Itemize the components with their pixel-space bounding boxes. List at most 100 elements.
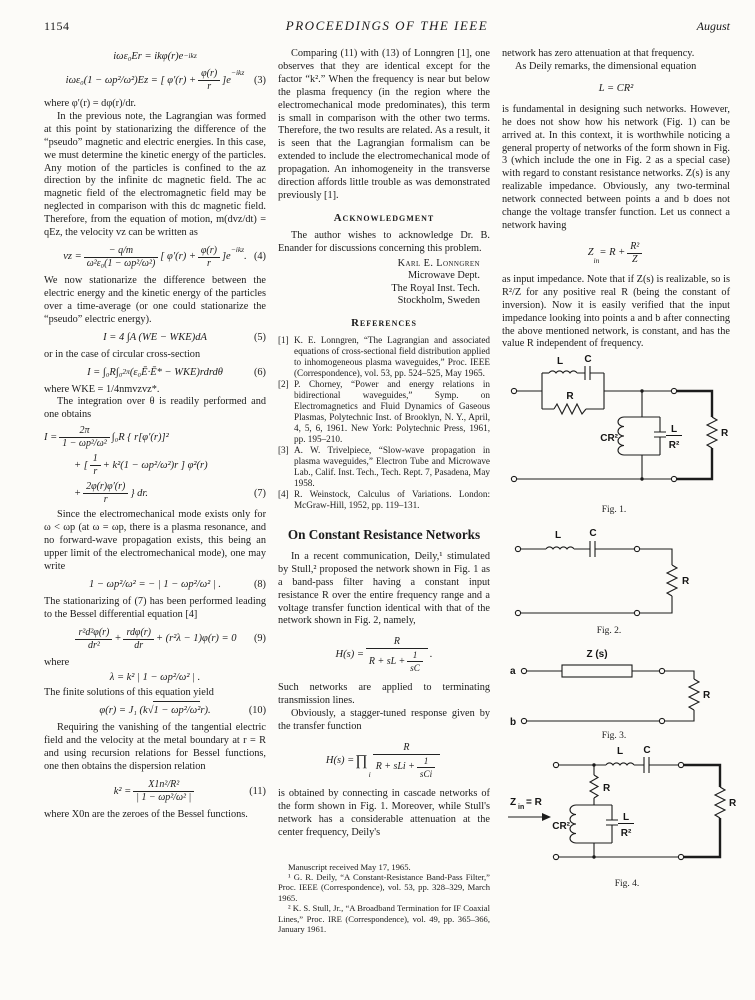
- column-right: network has zero attenuation at that fre…: [502, 48, 737, 934]
- figure-2: L C R Fig. 2.: [502, 521, 730, 639]
- paragraph: Comparing (11) with (13) of Lonngren [1]…: [278, 48, 490, 201]
- paragraph: is fundamental in designing such network…: [502, 103, 730, 231]
- fig1-cr2-label: CR²: [600, 433, 618, 444]
- figure-4: Z in = R: [502, 743, 737, 893]
- fig4-caption: Fig. 4.: [615, 879, 640, 889]
- circuit-diagram-fig2: L C R Fig. 2.: [514, 528, 690, 636]
- fig2-inductor-label: L: [554, 530, 560, 541]
- reference-item: [4] R. Weinstock, Calculus of Variations…: [278, 488, 490, 510]
- circuit-diagram-fig4: Z in = R: [508, 745, 737, 889]
- author-city: Stockholm, Sweden: [397, 295, 480, 307]
- footnote: ¹ G. R. Deily, “A Constant-Resistance Ba…: [278, 871, 490, 903]
- author-dept: Microwave Dept.: [407, 270, 480, 282]
- acknowledgment-text: The author wishes to acknowledge Dr. B. …: [278, 229, 490, 254]
- page-header: 1154 PROCEEDINGS OF THE IEEE August: [44, 18, 730, 34]
- paragraph: as input impedance. Note that if Z(s) is…: [502, 273, 730, 350]
- text-line: Obviously, a stagger-tuned response give…: [278, 708, 490, 733]
- fig4-series-resistor-label: R: [603, 783, 611, 794]
- fig4-resistor-right-label: R: [729, 798, 737, 809]
- equation-10: φ(r) = J₁ (k√ 1 − ωp²/ω² r). (10): [44, 701, 266, 717]
- fig4-arrowhead: [542, 813, 551, 822]
- equation-8: 1 − ωp²/ω² = − | 1 − ωp²/ω² | . (8): [88, 578, 266, 590]
- text-line: The finite solutions of this equation yi…: [44, 687, 214, 699]
- equation-7-line3: + 2φ(r)φ′(r)r } dr. (7): [74, 481, 266, 506]
- fig4-zin-sub-label: in: [518, 804, 524, 811]
- fig3-terminal-b-label: b: [510, 717, 516, 728]
- reference-list: [1] K. E. Lonngren, “The Lagrangian and …: [278, 335, 490, 511]
- text-line: or in the case of circular cross-section: [44, 348, 201, 360]
- fig1-caption: Fig. 1.: [601, 505, 626, 515]
- reference-item: [3] A. W. Trivelpiece, “Slow-wave propag…: [278, 444, 490, 488]
- footnote: ² K. S. Stull, Jr., “A Broadband Termina…: [278, 903, 490, 934]
- page-number: 1154: [44, 19, 70, 33]
- where-phi-line: where φ′(r) = dφ(r)/dr.: [44, 98, 136, 109]
- figure-1: L C R CR² L R² R Fig. 1.: [502, 353, 730, 519]
- eq3-number: (3): [253, 74, 266, 86]
- figure-3: a b Z (s) R Fig. 3.: [502, 641, 730, 741]
- fig1-frac-den-label: R²: [668, 440, 679, 451]
- circuit-diagram-fig3: a b Z (s) R Fig. 3.: [510, 649, 711, 741]
- eq4-number: (4): [253, 251, 266, 263]
- column-left: iωε₀Er = ikφ(r)e−ikz iωε₀(1 − ωp²/ω²)Ez …: [44, 48, 266, 934]
- paragraph: In the previous note, the Lagrangian was…: [44, 110, 266, 239]
- paragraph: Requiring the vanishing of the tangentia…: [44, 722, 266, 773]
- fig4-frac-den-label: R²: [621, 828, 632, 839]
- paragraph: Since the electromechanical mode exists …: [44, 509, 266, 572]
- paragraph: As Deily remarks, the dimensional equati…: [515, 60, 697, 72]
- paragraph: We now stationarize the difference betwe…: [44, 274, 266, 325]
- fig4-frac-num-label: L: [623, 812, 629, 823]
- fig3-resistor-label: R: [703, 690, 711, 701]
- references-heading: References: [351, 316, 417, 329]
- fig3-terminal-a-label: a: [510, 666, 516, 677]
- equation-unnumbered: iωε₀Er = ikφ(r)e−ikz: [44, 51, 266, 63]
- issue-month: August: [696, 19, 730, 33]
- fig2-caption: Fig. 2.: [596, 626, 621, 636]
- journal-title: PROCEEDINGS OF THE IEEE: [285, 18, 489, 33]
- columns: iωε₀Er = ikφ(r)e−ikz iωε₀(1 − ωp²/ω²)Ez …: [44, 48, 737, 934]
- fig1-capacitor-label: C: [584, 354, 591, 365]
- section-title: On Constant Resistance Networks: [287, 526, 481, 542]
- equation-lambda: λ = k² | 1 − ωp²/ω² | .: [109, 672, 201, 684]
- reference-item: [2] P. Chorney, “Power and energy relati…: [278, 378, 490, 444]
- equation-5: I = 4 ∫A (WE − WKE)dA (5): [103, 331, 266, 343]
- product-symbol: ∏: [355, 752, 368, 769]
- text-line: where X0n are the zeroes of the Bessel f…: [44, 809, 248, 820]
- fig1-resistor-box-label: R: [566, 391, 574, 402]
- fig3-caption: Fig. 3.: [601, 731, 626, 741]
- signature-block: Karl E. Lonngren Microwave Dept. The Roy…: [278, 258, 480, 308]
- fig4-zin-label: Z: [510, 797, 516, 808]
- eq3-pre: iωε₀(1 − ωp²/ω²)Ez = [ φ′(r) +: [65, 74, 197, 86]
- fig4-zin-eq-label: = R: [526, 797, 543, 808]
- reference-item: [1] K. E. Lonngren, “The Lagrangian and …: [278, 334, 490, 378]
- fig2-capacitor-label: C: [589, 528, 596, 539]
- eq0-exp: −ikz: [183, 51, 197, 60]
- footnote: Manuscript received May 17, 1965.: [288, 861, 411, 872]
- paragraph: In a recent communication, Deily,¹ stimu…: [278, 550, 490, 627]
- eq0-body: iωε₀Er = ikφ(r)e: [113, 51, 184, 62]
- equation-dimensional: L = CR²: [598, 82, 634, 94]
- paragraph: is obtained by connecting in cascade net…: [278, 787, 490, 838]
- fig4-cr2-label: CR²: [552, 821, 570, 832]
- author-name: Karl E. Lonngren: [397, 257, 480, 269]
- text-line: Such networks are applied to terminating…: [278, 682, 490, 707]
- fig4-inductor-label: L: [617, 746, 623, 757]
- author-inst: The Royal Inst. Tech.: [391, 282, 480, 294]
- equation-9: r²d²φ(r)dr² + rdφ(r)dr + (r²λ − 1)φ(r) =…: [44, 627, 266, 652]
- circuit-diagram-fig1: L C R CR² L R² R Fig. 1.: [510, 354, 729, 515]
- text-line: The integration over θ is readily perfor…: [44, 396, 266, 421]
- where-line: where: [44, 656, 70, 668]
- acknowledgment-heading: Acknowledgment: [333, 211, 435, 224]
- equation-11: k² = X1n²/R²| 1 − ωp²/ω² | (11): [113, 779, 266, 803]
- where-wke-line: where WKE = 1/4nmvzvz*.: [44, 383, 160, 395]
- fig1-resistor-right-label: R: [721, 428, 729, 439]
- fig1-frac-num-label: L: [670, 424, 676, 435]
- paragraph: network has zero attenuation at that fre…: [502, 48, 695, 59]
